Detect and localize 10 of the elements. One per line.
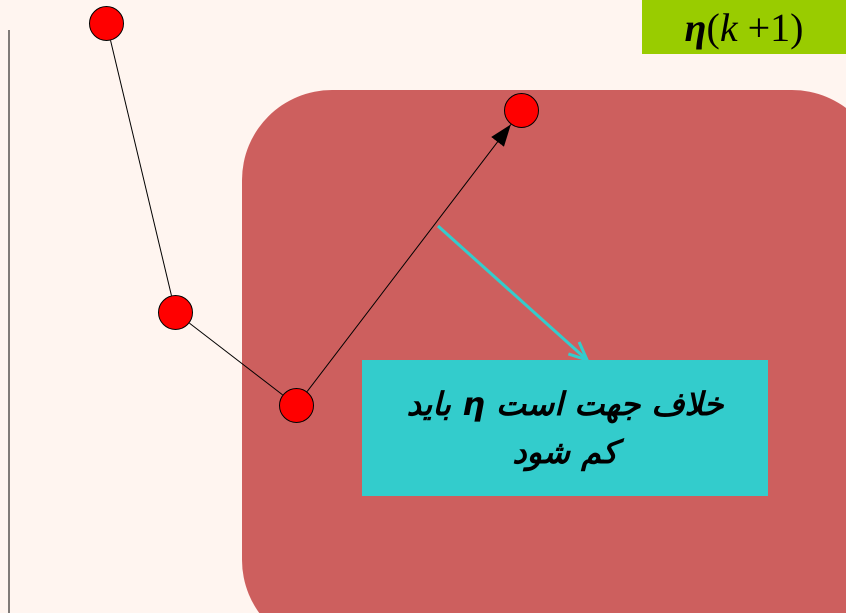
connector-line <box>110 40 172 296</box>
formula-text: η(k +1) <box>684 4 804 50</box>
arrow <box>437 224 589 362</box>
point-marker <box>158 295 193 330</box>
note-box <box>362 360 768 496</box>
note-text: خلاف جهت است η باید کم شود <box>406 384 725 474</box>
arrow <box>306 124 512 392</box>
formula-box <box>642 0 846 54</box>
connector-line <box>188 322 284 396</box>
point-marker <box>89 6 124 41</box>
